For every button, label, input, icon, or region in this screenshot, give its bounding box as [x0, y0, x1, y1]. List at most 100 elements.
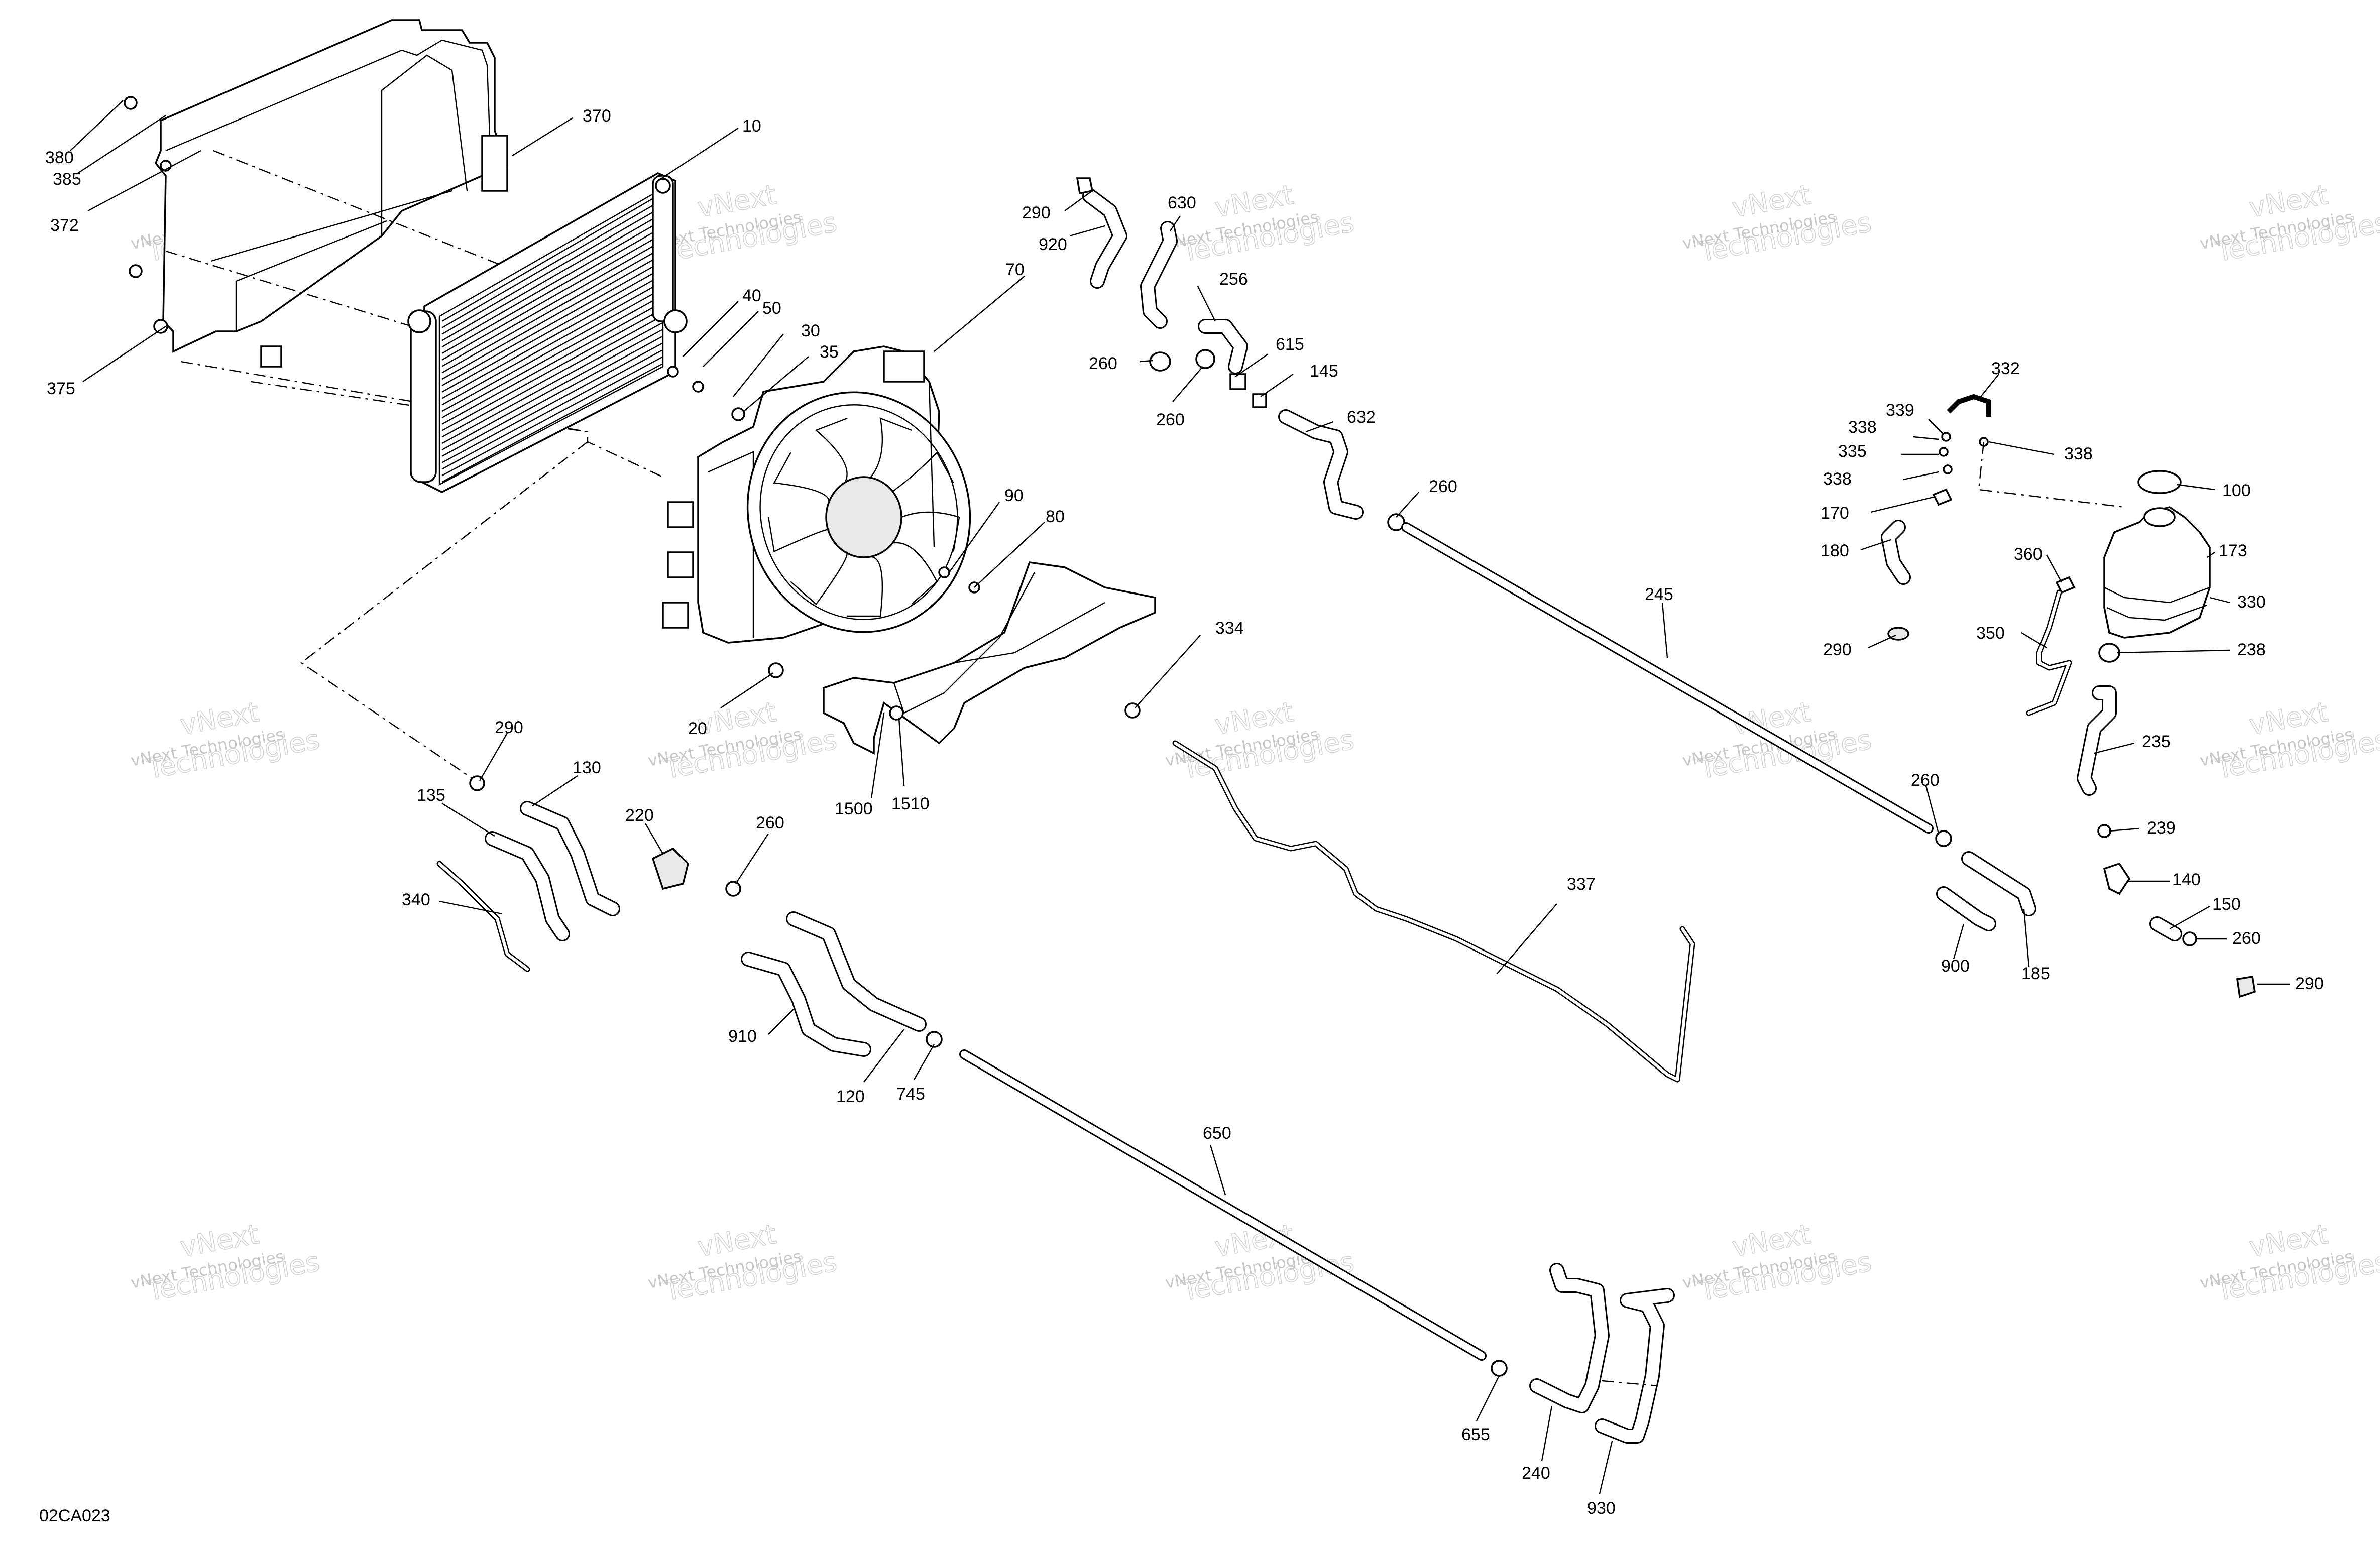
callout-185: 185 — [2021, 964, 2050, 983]
callout-290-top: 290 — [1022, 203, 1051, 222]
callout-1500: 1500 — [835, 799, 873, 818]
radiator-fin-line — [441, 206, 662, 335]
callout-260-e: 260 — [2232, 929, 2261, 948]
shroud-alignment-lines — [165, 150, 668, 779]
callout-630: 630 — [1168, 193, 1196, 212]
callout-372: 372 — [50, 216, 79, 235]
figure-code: 02CA023 — [39, 1506, 110, 1525]
radiator-fin-line — [441, 315, 662, 438]
callout-90: 90 — [1004, 486, 1024, 505]
callout-70: 70 — [1005, 260, 1025, 279]
pipe-650 — [959, 1049, 1508, 1377]
callout-337: 337 — [1567, 875, 1596, 894]
fan-blade — [773, 452, 830, 504]
radiator-fin-line — [441, 329, 662, 451]
radiator-fin-line — [441, 343, 662, 463]
radiator-fin-line — [441, 302, 662, 425]
callout-910: 910 — [728, 1027, 757, 1046]
fan-bracket — [823, 561, 1156, 755]
callout-80: 80 — [1046, 507, 1065, 526]
callout-40: 40 — [742, 286, 761, 305]
expansion-tank — [2026, 470, 2256, 998]
callout-338-a: 338 — [1848, 418, 1877, 437]
fan-blade — [790, 551, 848, 605]
callout-260-c: 260 — [1429, 477, 1457, 496]
callout-220: 220 — [625, 806, 654, 825]
hoses-lower-left — [436, 775, 943, 1057]
radiator-fin-line — [441, 233, 662, 361]
radiator-fin-line — [441, 357, 662, 477]
callout-260-d: 260 — [756, 813, 784, 833]
callout-180: 180 — [1821, 541, 1849, 560]
radiator-fin-line — [441, 220, 662, 348]
radiator-fin-line — [441, 226, 662, 354]
callout-260-a: 260 — [1089, 354, 1117, 373]
callout-130: 130 — [573, 758, 601, 777]
callout-30: 30 — [801, 321, 820, 340]
callout-120: 120 — [836, 1087, 865, 1106]
fan-blade — [901, 511, 960, 552]
callout-100: 100 — [2222, 481, 2251, 500]
hoses-lower-right — [1529, 1263, 1675, 1444]
pipe-245 — [1401, 522, 1952, 847]
radiator-fin-line — [441, 349, 662, 470]
radiator-fin-line — [441, 295, 662, 419]
callout-930: 930 — [1587, 1499, 1616, 1518]
callout-340: 340 — [402, 890, 430, 909]
callout-35: 35 — [820, 342, 839, 362]
callout-375: 375 — [47, 379, 75, 398]
callout-239: 239 — [2147, 818, 2176, 838]
callout-labels: 380 385 372 375 370 10 40 50 30 35 70 90… — [45, 106, 2324, 1518]
fan-assembly — [662, 345, 971, 644]
callout-20: 20 — [688, 719, 707, 738]
radiator-fin-line — [441, 288, 662, 412]
callout-173: 173 — [2219, 541, 2247, 560]
radiator-fin-line — [441, 363, 662, 483]
leader-lines — [70, 100, 2290, 1494]
fan-blade — [815, 417, 848, 483]
radiator-fin-line — [441, 268, 662, 393]
callout-338-c: 338 — [2064, 444, 2093, 463]
callout-170: 170 — [1821, 504, 1849, 523]
hoses-right-lower — [1936, 851, 2036, 931]
callout-360: 360 — [2014, 545, 2043, 564]
callout-370: 370 — [583, 106, 611, 126]
fan-blade — [767, 517, 830, 553]
callout-632: 632 — [1347, 408, 1376, 427]
callout-145: 145 — [1310, 362, 1338, 381]
radiator-fin-line — [441, 309, 662, 431]
callout-235: 235 — [2142, 732, 2171, 751]
callout-339: 339 — [1886, 401, 1914, 420]
callout-290-left: 290 — [495, 718, 523, 737]
callout-920: 920 — [1039, 235, 1067, 254]
radiator-fin-line — [441, 199, 662, 328]
callout-335: 335 — [1838, 442, 1867, 461]
callout-900: 900 — [1941, 957, 1970, 976]
callout-332: 332 — [1991, 359, 2020, 378]
radiator-shroud — [154, 19, 509, 368]
callout-385: 385 — [53, 170, 81, 189]
callout-238: 238 — [2237, 640, 2266, 659]
radiator-fin-line — [441, 322, 662, 444]
radiator-fin-line — [441, 261, 662, 387]
callout-260-b: 260 — [1156, 410, 1185, 429]
callout-140: 140 — [2172, 870, 2201, 889]
callout-745: 745 — [896, 1085, 925, 1104]
callout-245: 245 — [1645, 585, 1673, 604]
screws — [124, 96, 980, 678]
fan-blade — [847, 556, 883, 617]
callout-655: 655 — [1461, 1425, 1490, 1444]
callout-260-f: 260 — [1911, 771, 1940, 790]
